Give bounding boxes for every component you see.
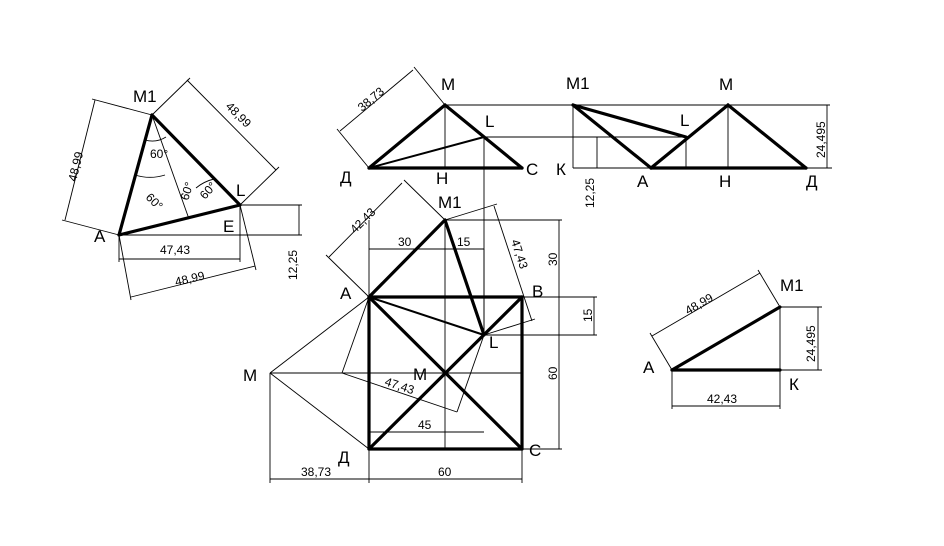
plan-a-label: А [340,284,352,303]
plan-dim-45: 45 [418,418,432,432]
plan-dim-60-bottom: 60 [438,465,452,479]
left-triangle-view: М1 А L Е 48,99 48,99 47,43 48,99 12,25 6… [61,77,302,301]
plan-dim-47-43-inner: 47,43 [383,375,416,398]
front-d-label: Д [340,168,352,187]
side-a-label: А [637,172,649,191]
front-m-label: М [441,75,455,94]
plan-m1-label: М1 [438,193,462,212]
angle-60-left: 60° [143,190,166,213]
side-m1-label: М1 [566,74,590,93]
plan-b-label: В [532,282,543,301]
side-k-label: К [556,160,566,179]
plan-l-label: L [489,333,498,352]
right-triangle-view: М1 А К 48,99 24,495 42,43 [643,269,822,409]
dim-48-99-left: 48,99 [65,150,86,183]
side-l-label: L [680,111,689,130]
plan-m-left-label: М [243,366,257,385]
dim-47-43: 47,43 [160,243,190,257]
angle-60-mid: 60° [178,180,197,202]
dim-48-99-right: 48,99 [223,99,254,130]
plan-dim-15-top: 15 [457,235,471,249]
right-dim-48-99: 48,99 [683,290,716,317]
front-l-label: L [485,112,494,131]
dim-48-99-bottom: 48,99 [174,268,207,288]
right-k-label: К [789,375,799,394]
right-dim-42-43: 42,43 [707,392,737,406]
plan-dim-30-top: 30 [398,235,412,249]
plan-dim-15-side: 15 [581,308,595,322]
plan-c-label: С [529,441,541,460]
front-dim-38-73: 38,73 [355,84,387,114]
point-l-label: L [236,181,245,200]
point-a-label: А [94,227,106,246]
front-view: М L Д Н С 38,73 [336,66,830,335]
plan-view: М1 А В L М М Д С 42,43 30 15 47,43 30 15… [243,179,597,483]
front-c-label: С [526,160,538,179]
side-dim-24-495: 24,495 [814,121,828,158]
plan-dim-60-side: 60 [546,366,560,380]
plan-dim-42-43: 42,43 [347,205,378,236]
side-m-label: М [719,75,733,94]
right-a-label: А [643,358,655,377]
point-e-label: Е [223,217,234,236]
plan-d-label: Д [338,448,350,467]
point-m1-label: М1 [133,87,157,106]
dim-12-25: 12,25 [286,250,300,280]
side-view: М1 L М К А Н Д 12,25 24,495 [556,74,832,208]
plan-dim-30-side: 30 [546,252,560,266]
side-dim-12-25: 12,25 [583,178,597,208]
right-dim-24-495: 24,495 [804,325,818,362]
plan-dim-47-43-right: 47,43 [508,238,531,271]
angle-60-top: 60° [150,147,168,161]
side-h-label: Н [719,172,731,191]
plan-m-center-label: М [413,365,427,384]
side-d-label: Д [806,172,818,191]
right-m1-label: М1 [780,276,804,295]
front-h-label: Н [436,169,448,188]
plan-dim-38-73: 38,73 [301,465,331,479]
